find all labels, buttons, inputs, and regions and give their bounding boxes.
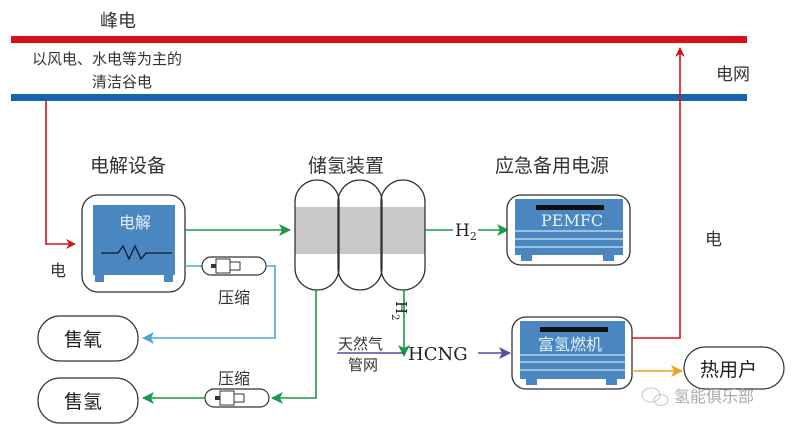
oxygen-flow-to-sale [142,265,276,344]
valley-power-label-line2: 清洁谷电 [92,73,152,91]
watermark-text: 氢能俱乐部 [674,387,754,406]
natural-gas-label-line1: 天然气 [338,335,383,353]
storage-title: 储氢装置 [308,155,384,177]
wechat-icon [641,387,669,406]
sell-oxygen-label: 售氧 [64,329,102,351]
valley-power-line [11,94,747,101]
natural-gas-label-line2: 管网 [348,356,378,374]
heat-user-label: 热用户 [700,359,757,381]
electrolysis-box-label: 电解 [119,213,151,232]
heat-user-box [683,346,785,390]
valley-power-label-line1: 以风电、水电等为主的 [32,50,182,68]
electrolysis-foot-right [164,275,173,282]
electricity-return-arrow [632,47,685,339]
peak-power-line [11,36,747,43]
valley-power-feed-arrow [45,101,76,249]
electricity-return-label: 电 [705,230,722,250]
hydrogen-compressor-label: 压缩 [218,369,250,388]
electrolysis-title: 电解设备 [90,155,166,177]
sell-hydrogen-label: 售氢 [64,391,102,413]
peak-power-label: 峰电 [100,11,136,32]
backup-power-title: 应急备用电源 [495,155,609,177]
oxygen-compressor-label: 压缩 [218,288,250,307]
electrolysis-unit [93,205,175,275]
electrolysis-foot-left [95,275,104,282]
hydrogen-compressor-icon [204,388,270,408]
turbine-slot [540,327,608,332]
resistor-icon [101,244,172,261]
hcng-label: HCNG [408,344,468,365]
hydrogen-storage-tanks [294,179,426,291]
oxygen-compressor-icon [201,256,267,276]
electrolysis-input-label: 电 [50,261,66,280]
h2-label: H2 [455,221,477,243]
h2-down-label: H2 [389,301,410,320]
hydrogen-flow-to-compressor [271,290,317,404]
sell-hydrogen-box [37,377,139,424]
turbine-label: 富氢燃机 [538,335,602,354]
pemfc-label: PEMFC [541,211,603,230]
pemfc-slot [536,205,604,210]
sell-oxygen-box [37,315,139,362]
grid-label: 电网 [716,65,750,85]
